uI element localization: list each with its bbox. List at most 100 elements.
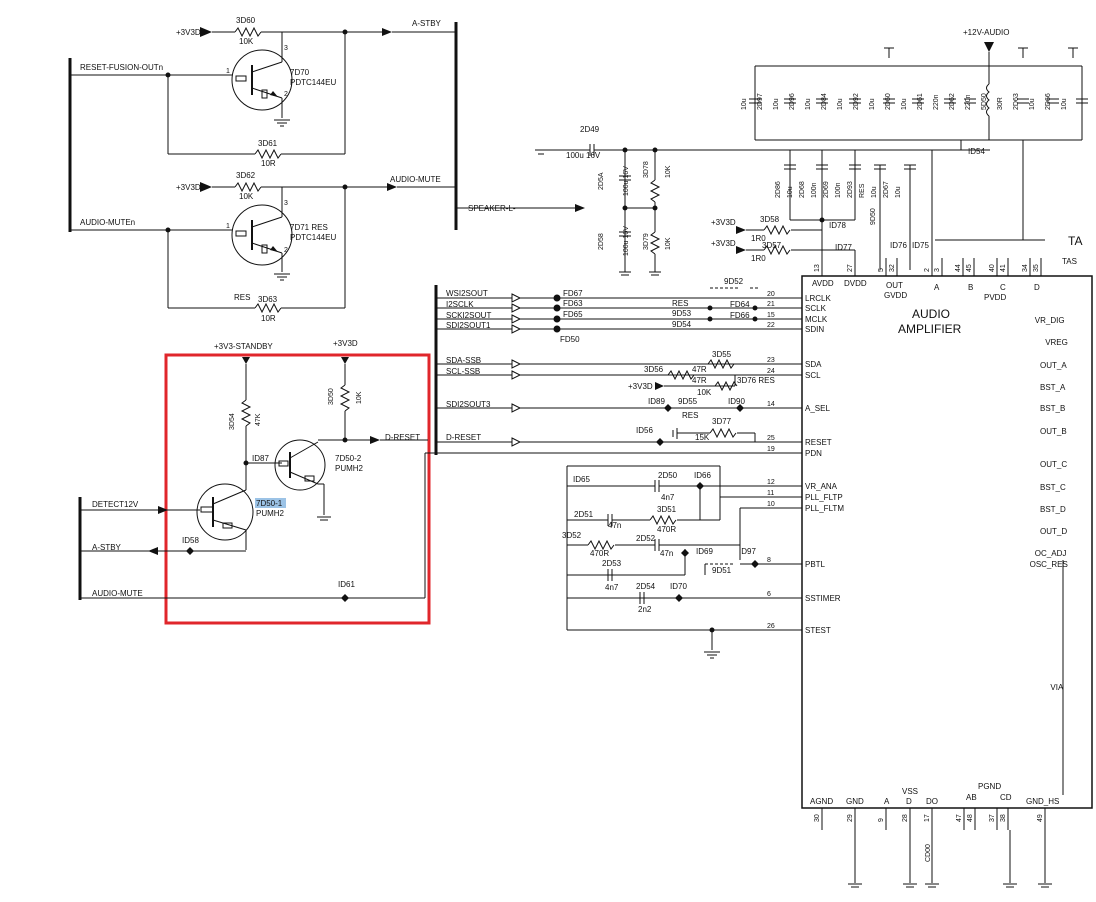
- highlight-block: +3V3-STANDBY +3V3D 3D54 47K ID87 3D50 10…: [78, 339, 431, 625]
- ic-pin-number: 19: [767, 446, 775, 453]
- node-label: ID75: [912, 241, 929, 250]
- ic-pin-label: OSC_RES: [1030, 560, 1068, 569]
- cap-ref: 2D53: [602, 559, 622, 568]
- test-point: FD65: [563, 310, 583, 319]
- cap-value: 47n: [660, 549, 673, 558]
- cap-value: 100u 16V: [623, 166, 630, 196]
- ic-pin-number: 23: [767, 357, 775, 364]
- transistor-ref: 7D71 RES: [290, 223, 328, 232]
- resistor-value: 470R: [590, 549, 609, 558]
- ic-pin-label: LRCLK: [805, 294, 831, 303]
- cap-label: 10u: [805, 98, 812, 110]
- cap-label: 10u: [1061, 98, 1068, 110]
- ic-pin-number: 48: [967, 814, 974, 822]
- resistor-ref: 3D76 RES: [737, 376, 775, 385]
- cap-label: 2D92: [853, 93, 860, 110]
- resistor-ref: 3D50: [328, 388, 335, 405]
- ic-pin-number: 35: [1033, 264, 1040, 272]
- ic-pin-label: BST_D: [1040, 505, 1066, 514]
- svg-text:2: 2: [284, 91, 288, 98]
- ic-pin-label: CD: [1000, 793, 1012, 802]
- ic-pin-number: 32: [889, 264, 896, 272]
- cap-label: 2D69: [823, 181, 830, 198]
- node-label: ID76: [890, 241, 907, 250]
- ic-pin-label: DVDD: [844, 279, 867, 288]
- cap-label: 100n: [811, 182, 818, 198]
- cap-label: 220n: [933, 94, 940, 110]
- cap-ref: 2D50: [658, 471, 678, 480]
- res-label: RES: [682, 411, 698, 420]
- net-label: WSI2SOUT: [446, 289, 488, 298]
- cap-label: 10u: [837, 98, 844, 110]
- supply-label: +3V3D: [176, 28, 201, 37]
- middle-section: 2D49 100u 16V 2D5A 100u 16V 3D78 10K 2D5…: [425, 125, 990, 659]
- net-label: AUDIO-MUTE: [92, 589, 143, 598]
- supply-label: +3V3D: [711, 239, 736, 248]
- cap-label: 2D93: [847, 181, 854, 198]
- ic-pin-number: 41: [1000, 264, 1007, 272]
- node-label: ID66: [694, 471, 711, 480]
- cap-label: 10u: [1029, 98, 1036, 110]
- ic-pin-number: 26: [767, 623, 775, 630]
- ic-pin-label: VR_DIG: [1035, 316, 1065, 325]
- ic-pin-number: 5: [878, 268, 885, 272]
- ic-pin-label: VREG: [1045, 338, 1068, 347]
- cap-label: 2D68: [799, 181, 806, 198]
- resistor-value: 10K: [665, 165, 672, 178]
- cap-ref: 2D49: [580, 125, 600, 134]
- svg-text:2: 2: [284, 247, 288, 254]
- ic-pin-number: 8: [767, 557, 771, 564]
- cap-label: 10u: [741, 98, 748, 110]
- resistor-value: 10K: [356, 391, 363, 404]
- node-label: ID56: [636, 426, 653, 435]
- ic-pin-label: AGND: [810, 797, 833, 806]
- cap-value: 100u 16V: [623, 226, 630, 256]
- res-label: RES: [234, 293, 250, 302]
- cap-label: 2D60: [885, 93, 892, 110]
- ic-pin-label: GND: [846, 797, 864, 806]
- ic-pin-label: SCLK: [805, 304, 827, 313]
- net-label: SCL-SSB: [446, 367, 480, 376]
- net-label: AUDIO-MUTE: [390, 175, 441, 184]
- ic-name-partial: TA: [1068, 234, 1082, 248]
- supply-label: +3V3D: [333, 339, 358, 348]
- transistor-part: PDTC144EU: [290, 233, 336, 242]
- resistor-ref: 3D78: [643, 161, 650, 178]
- node-label: ID65: [573, 475, 590, 484]
- resistor-value: 10K: [697, 388, 712, 397]
- resistor-value: 10K: [665, 237, 672, 250]
- test-point: FD67: [563, 289, 583, 298]
- cap-label: 2D86: [775, 181, 782, 198]
- transistor-ref: 7D70: [290, 68, 310, 77]
- ic-pin-label: STEST: [805, 626, 831, 635]
- ic-pin-number: 27: [847, 264, 854, 272]
- ic-pin-label: OUT_A: [1040, 361, 1067, 370]
- resistor-ref: 9D52: [724, 277, 744, 286]
- resistor-ref: 9D51: [712, 566, 732, 575]
- resistor-value: 10K: [239, 37, 254, 46]
- cap-label: 10u: [869, 98, 876, 110]
- resistor-value: 47R: [692, 376, 707, 385]
- cap-value: 2n2: [638, 605, 652, 614]
- ic-pin-label: PLL_FLTP: [805, 493, 843, 502]
- cap-label: 5D50: [981, 93, 988, 110]
- ic-pin-label: AB: [966, 793, 977, 802]
- supply-label: +12V-AUDIO: [963, 28, 1009, 37]
- node-label: ID69: [696, 547, 713, 556]
- resistor-ref: 3D54: [229, 413, 236, 430]
- cap-ref: 2D51: [574, 510, 594, 519]
- ic-pin-label: PGND: [978, 782, 1001, 791]
- ic-pin-label: SCL: [805, 371, 821, 380]
- ic-pin-label: PBTL: [805, 560, 826, 569]
- resistor-ref: 3D56: [644, 365, 664, 374]
- ic-pin-label: SSTIMER: [805, 594, 841, 603]
- ic-pin-number: 15: [767, 312, 775, 319]
- node-label: ID77: [835, 243, 852, 252]
- ic-pin-number: 14: [767, 401, 775, 408]
- resistor-ref: 3D55: [712, 350, 732, 359]
- test-point: FD63: [563, 299, 583, 308]
- ic-name-partial: TAS: [1062, 257, 1077, 266]
- net-label: SCKI2SOUT: [446, 311, 491, 320]
- ic-pin-number: 22: [767, 322, 775, 329]
